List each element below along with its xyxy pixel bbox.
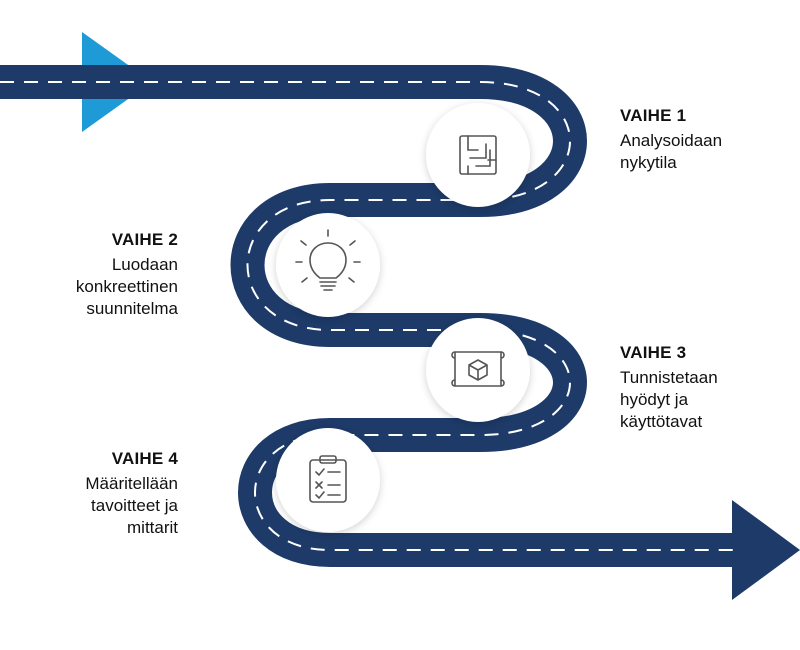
step-3-icon-circle — [426, 318, 530, 422]
step-1-title: VAIHE 1 — [620, 106, 687, 125]
step-3-line: käyttötavat — [620, 412, 703, 431]
step-2-title: VAIHE 2 — [111, 230, 178, 249]
lightbulb-icon — [295, 229, 361, 291]
step-1-line: Analysoidaan — [620, 131, 723, 150]
step-3-line: Tunnistetaan — [620, 368, 718, 387]
step-1: VAIHE 1 Analysoidaan nykytila — [620, 106, 722, 174]
step-4-description: Määritellään tavoitteet ja mittarit — [85, 473, 178, 539]
step-2-line: Luodaan — [111, 255, 178, 274]
step-2-description: Luodaan konkreettinen suunnitelma — [76, 254, 178, 320]
checklist-icon — [309, 455, 347, 503]
road-center-line — [0, 81, 740, 551]
step-4-line: Määritellään — [85, 474, 178, 493]
step-4-line: tavoitteet ja — [91, 496, 178, 515]
step-1-description: Analysoidaan nykytila — [620, 130, 722, 174]
step-2: VAIHE 2 Luodaan konkreettinen suunnitelm… — [76, 230, 178, 320]
end-arrow — [732, 500, 800, 600]
step-4-icon-circle — [276, 428, 380, 532]
step-3-title: VAIHE 3 — [620, 343, 687, 362]
step-2-line: suunnitelma — [86, 299, 178, 318]
step-4-title: VAIHE 4 — [111, 449, 178, 468]
step-2-icon-circle — [276, 213, 380, 317]
step-4-line: mittarit — [127, 518, 178, 537]
step-3: VAIHE 3 Tunnistetaan hyödyt ja käyttötav… — [620, 343, 718, 433]
step-3-description: Tunnistetaan hyödyt ja käyttötavat — [620, 367, 718, 433]
step-4: VAIHE 4 Määritellään tavoitteet ja mitta… — [85, 449, 178, 539]
step-3-line: hyödyt ja — [620, 390, 689, 409]
blueprint-icon — [451, 351, 505, 387]
step-1-line: nykytila — [620, 153, 677, 172]
step-1-icon-circle — [426, 103, 530, 207]
maze-icon — [459, 135, 497, 175]
step-2-line: konkreettinen — [75, 277, 178, 296]
